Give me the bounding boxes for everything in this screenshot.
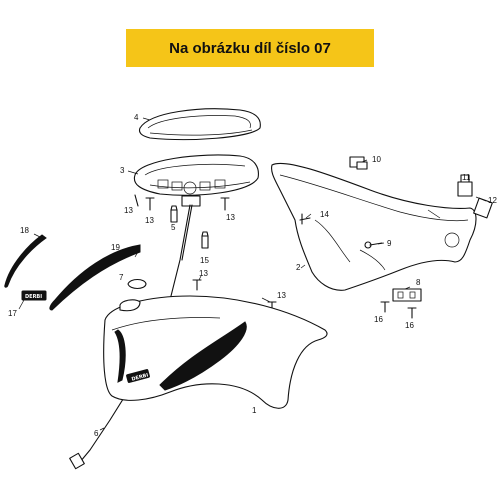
callout-2: 2 (296, 263, 301, 272)
callout-5: 5 (171, 223, 176, 232)
callout-17: 17 (8, 309, 17, 318)
callout-12: 12 (488, 196, 497, 205)
leader-lines (18, 117, 487, 431)
callout-18: 18 (20, 226, 29, 235)
part-5-bulb (170, 205, 178, 223)
part-7-grommet (127, 278, 147, 290)
callout-16-right: 16 (405, 321, 414, 330)
part-number-banner: Na obrázku díl číslo 07 (126, 29, 374, 67)
screws-16 (380, 301, 417, 319)
callout-1: 1 (252, 406, 257, 415)
screw-13-a (192, 279, 202, 291)
callout-13-left: 13 (124, 206, 133, 215)
callout-19: 19 (111, 243, 120, 252)
badge-logo: DERBI (25, 294, 42, 300)
part-12-switch (473, 197, 493, 219)
part-11-switch (457, 174, 473, 197)
part-1-front-fairing: DERBI (103, 295, 328, 409)
callout-3: 3 (120, 166, 125, 175)
callout-14: 14 (320, 210, 329, 219)
callout-6: 6 (94, 429, 99, 438)
part-8-connector (392, 288, 422, 302)
callout-11: 11 (462, 173, 471, 182)
part-2-inner-cover (271, 162, 477, 291)
callout-8: 8 (416, 278, 421, 287)
callout-13-lower: 13 (199, 269, 208, 278)
screw-14 (299, 213, 311, 225)
part-17-badge: DERBI (21, 290, 47, 301)
callout-labels: 1 2 3 4 5 6 7 8 9 10 11 12 13 13 13 13 1… (8, 113, 497, 438)
callout-9: 9 (387, 239, 392, 248)
callout-13-fairing: 13 (277, 291, 286, 300)
part-3-instrument-cluster (133, 154, 259, 207)
fairing-logo: DERBI (131, 372, 149, 382)
part-19-side-decal (49, 244, 141, 311)
part-4-instrument-cover (138, 108, 261, 141)
part-15-bulb (201, 231, 209, 249)
part-18-side-decal (4, 234, 47, 288)
screws-13-cluster (134, 194, 230, 211)
part-10-switch (349, 156, 368, 170)
callout-15: 15 (200, 256, 209, 265)
callout-13-mid: 13 (145, 216, 154, 225)
callout-10: 10 (372, 155, 381, 164)
callout-13-right: 13 (226, 213, 235, 222)
callout-16-left: 16 (374, 315, 383, 324)
callout-4: 4 (134, 113, 139, 122)
callout-7: 7 (119, 273, 124, 282)
